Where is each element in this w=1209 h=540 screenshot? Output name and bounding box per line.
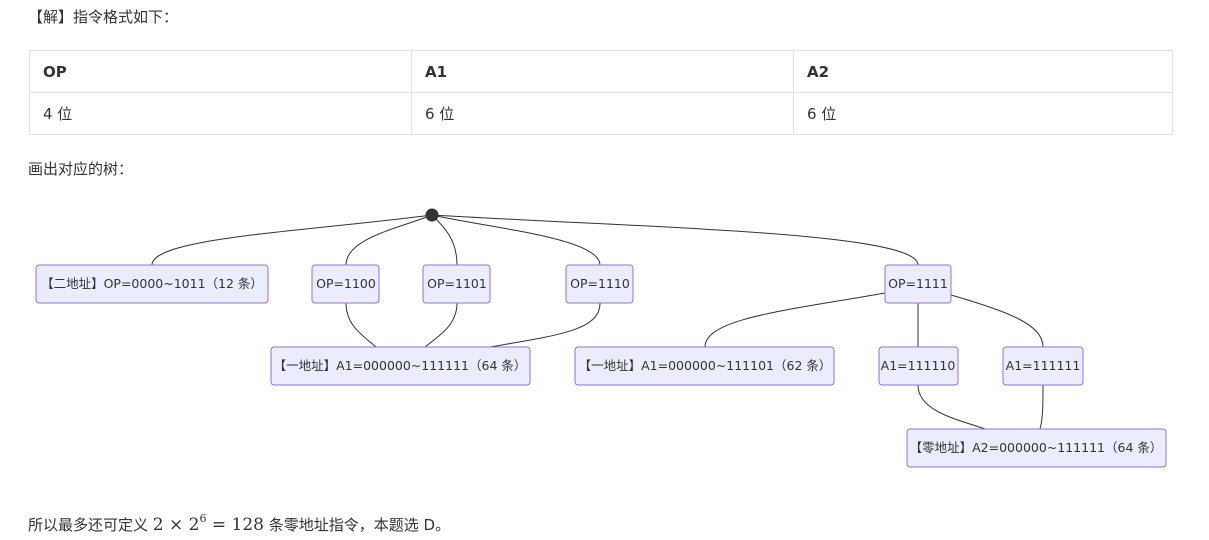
math-result: = 128 (206, 515, 264, 535)
node-label: OP=1100 (316, 276, 376, 291)
tree-node-2addr: 【二地址】OP=0000~1011（12 条） (35, 264, 269, 304)
node-label: OP=1111 (888, 276, 948, 291)
node-label: 【一地址】A1=000000~111101（62 条） (579, 358, 832, 373)
conclusion-prefix: 所以最多还可定义 (28, 516, 149, 534)
header-a1: A1 (411, 50, 794, 93)
edge-op1111-1addr62 (704, 292, 886, 348)
edge-root-2addr (151, 214, 433, 266)
math-expression: 2 × 26 = 128 (152, 512, 264, 535)
tree-root-dot (425, 208, 439, 222)
edge-a1-110-0addr (917, 384, 986, 430)
instruction-format-table: OP A1 A2 4 位 6 位 6 位 (29, 50, 1173, 135)
edge-root-op1101 (431, 214, 458, 266)
tree-edges (151, 214, 1044, 430)
header-op: OP (29, 50, 412, 93)
edge-op1101-1addr64 (424, 302, 458, 348)
edge-op1110-1addr64 (489, 302, 601, 348)
node-label: OP=1110 (570, 276, 630, 291)
cell-a1-bits: 6 位 (411, 92, 794, 135)
tree-node-0addr: 【零地址】A2=000000~111111（64 条） (906, 428, 1167, 468)
table-header-row: OP A1 A2 (29, 50, 1173, 93)
tree-label: 画出对应的树： (28, 160, 134, 178)
conclusion-suffix: 条零地址指令，本题选 D。 (268, 516, 451, 534)
cell-op-bits: 4 位 (29, 92, 412, 135)
edge-op1111-a1-111 (950, 294, 1044, 348)
tree-node-1addr-62: 【一地址】A1=000000~111101（62 条） (574, 346, 835, 386)
edge-root-op1110 (431, 214, 601, 266)
table-row: 4 位 6 位 6 位 (29, 92, 1173, 135)
conclusion-text: 所以最多还可定义 2 × 26 = 128 条零地址指令，本题选 D。 (28, 504, 450, 540)
tree-node-op1100: OP=1100 (311, 264, 380, 304)
math-exponent: 6 (199, 512, 207, 525)
header-a2: A2 (793, 50, 1173, 93)
math-base: 2 × 2 (152, 515, 200, 535)
edge-op1100-1addr64 (345, 302, 377, 348)
node-label: 【零地址】A2=000000~111111（64 条） (910, 440, 1163, 455)
node-label: OP=1101 (427, 276, 487, 291)
cell-a2-bits: 6 位 (793, 92, 1173, 135)
edge-root-op1111 (431, 214, 919, 266)
tree-node-a1-111111: A1=111111 (1002, 346, 1084, 386)
edge-root-op1100 (345, 214, 433, 266)
tree-node-1addr-64: 【一地址】A1=000000~111111（64 条） (270, 346, 531, 386)
node-label: A1=111110 (881, 358, 956, 373)
tree-node-a1-111110: A1=111110 (878, 346, 959, 386)
tree-node-op1101: OP=1101 (422, 264, 491, 304)
edge-a1-111-0addr (1039, 384, 1044, 430)
tree-node-op1110: OP=1110 (565, 264, 634, 304)
node-label: A1=111111 (1006, 358, 1081, 373)
node-label: 【一地址】A1=000000~111111（64 条） (274, 358, 527, 373)
intro-text: 【解】指令格式如下： (28, 8, 179, 26)
tree-node-op1111: OP=1111 (884, 264, 952, 304)
node-label: 【二地址】OP=0000~1011（12 条） (41, 276, 263, 291)
